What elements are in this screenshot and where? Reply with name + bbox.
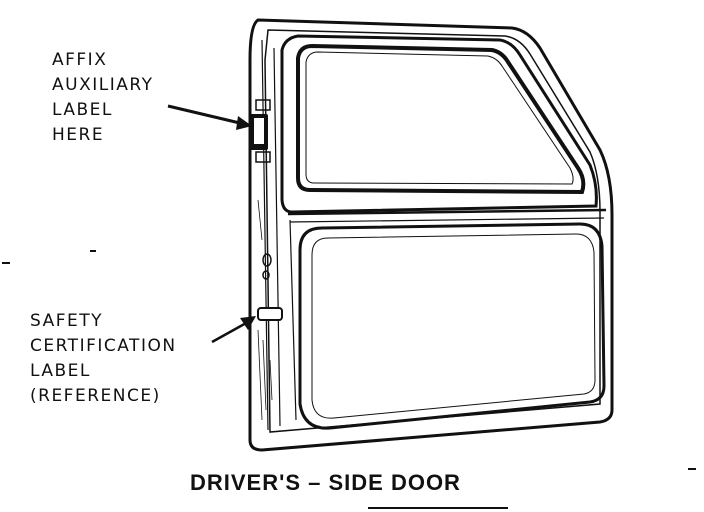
auxiliary-arrow-head — [236, 116, 252, 130]
auxiliary-arrow-line — [167, 104, 245, 126]
safety-label-line-3: LABEL — [30, 361, 91, 381]
safety-label-callout: SAFETY CERTIFICATION LABEL (REFERENCE) — [30, 309, 177, 409]
lower-panel-inner — [311, 233, 596, 419]
auxiliary-label-callout: AFFIX AUXILIARY LABEL HERE — [52, 48, 153, 148]
door-inner-outline — [264, 29, 601, 433]
safety-label-line-1: SAFETY — [30, 311, 104, 331]
latch-hole-upper — [262, 253, 272, 267]
speck-mid — [90, 250, 96, 252]
safety-arrow-line — [211, 320, 249, 344]
hinge-pillar — [261, 39, 297, 431]
upper-hinge — [255, 99, 271, 111]
lower-hinge — [255, 151, 271, 163]
belt-line-lower — [289, 217, 605, 223]
lower-panel — [298, 222, 606, 430]
auxiliary-label-window — [254, 118, 264, 144]
door-outer-outline — [248, 18, 614, 452]
safety-arrow-head — [240, 316, 256, 330]
speck-right — [688, 468, 696, 470]
window-frame — [280, 34, 598, 214]
figure-caption: DRIVER'S – SIDE DOOR — [190, 470, 461, 495]
auxiliary-label-line-4: HERE — [52, 125, 105, 145]
latch-hole-lower — [262, 270, 270, 280]
window-opening — [296, 43, 586, 195]
belt-line — [287, 208, 607, 216]
pillar-shading — [257, 199, 273, 421]
safety-label-line-2: CERTIFICATION — [30, 336, 177, 356]
safety-label-line-4: (REFERENCE) — [30, 386, 161, 406]
window-opening-inner — [305, 51, 574, 185]
safety-label-spot — [257, 307, 283, 321]
bottom-rule — [368, 507, 508, 509]
auxiliary-label-line-1: AFFIX — [52, 50, 108, 70]
speck-left — [2, 262, 10, 264]
auxiliary-label-line-3: LABEL — [52, 100, 113, 120]
auxiliary-label-line-2: AUXILIARY — [52, 75, 154, 95]
